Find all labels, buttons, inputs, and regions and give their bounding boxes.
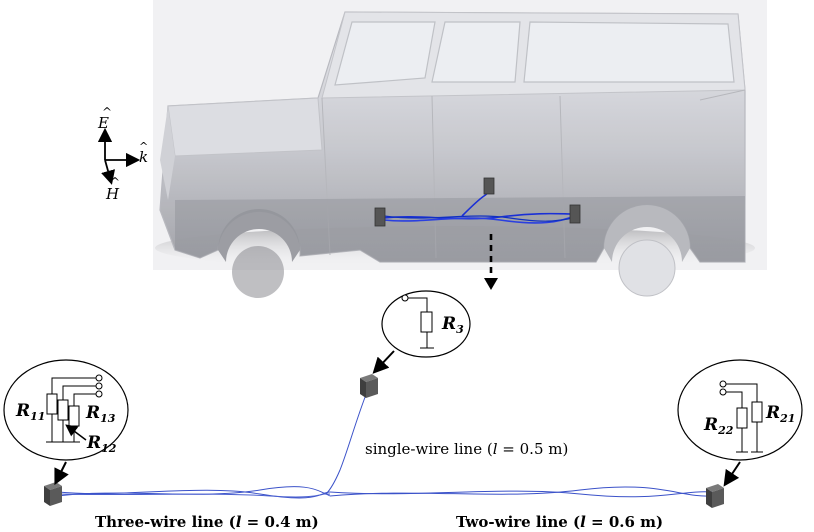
e-field-hat: ^ [102,105,112,119]
three-wire-line-c [57,493,331,498]
car-front-fender [160,106,175,200]
r12-subscript: 12 [101,442,117,455]
terminal-block-top [360,374,378,398]
car-internal-harness [374,177,581,227]
car-hood [167,97,323,157]
svg-text:R22: R22 [703,415,734,437]
r22-letter: R [703,415,718,435]
two-wire-label: Two-wire line (l = 0.6 m) [456,513,663,531]
svg-text:R3: R3 [441,314,464,336]
car-window-front [334,21,436,86]
car-wheel-front [218,209,300,262]
single-wire-label: single-wire line (l = 0.5 m) [365,440,568,458]
r22-subscript: 22 [717,424,734,437]
car-door-lines [321,89,746,259]
callout-three-wire-load: R11 R13 R12 [3,359,129,461]
r11-letter: R [15,401,30,421]
r3-subscript: 3 [456,323,464,336]
car-terminal-top [483,177,495,195]
car-terminal-left [374,207,386,227]
r21-letter: R [765,403,780,423]
car-wheel-rear [604,205,690,262]
single-wire-line [325,391,368,495]
svg-text:R13: R13 [85,403,116,425]
left-callout-pointer [54,461,69,486]
svg-text:R12: R12 [86,433,117,455]
e-field-label: E [97,114,109,132]
zoom-arrow [484,234,498,290]
three-wire-label: Three-wire line (l = 0.4 m) [95,513,319,531]
car-wheel-rear-hub [618,239,676,297]
car-lower-side [175,196,745,262]
car-wire-main-c [383,215,575,222]
car-window-rear [523,21,735,83]
r3-letter: R [441,314,456,334]
h-field-arrow [101,159,116,185]
k-vector-label: k [139,148,148,166]
r3-pointer [372,350,395,374]
right-callout-pointer [723,461,741,487]
three-wire-line-b [57,486,331,497]
k-vector-hat: ^ [139,140,148,153]
car-wheel-front-hub [232,246,284,298]
terminal-block-left [44,482,62,506]
r12-letter: R [86,433,101,453]
zoom-arrow-head [484,278,498,290]
callout-r3: R3 [381,290,471,358]
svg-text:R11: R11 [15,401,45,423]
two-wire-line-a [329,490,713,498]
terminal-block-right [706,484,724,508]
car-window-middle [431,21,521,83]
svg-text:R21: R21 [765,403,795,425]
two-wire-line-b [329,486,713,497]
h-field-label: H [105,185,120,203]
field-axes: ^ E ^ k ^ H [97,105,148,203]
car-terminal-right [569,204,581,224]
harness-schematic: R3 R11 R13 R12 [3,290,803,531]
car-rendering [153,0,767,298]
r13-subscript: 13 [100,412,116,425]
r11-subscript: 11 [30,410,45,423]
r21-subscript: 21 [779,412,795,425]
h-field-hat: ^ [110,175,120,189]
callout-two-wire-load: R22 R21 [677,359,803,461]
r13-letter: R [85,403,100,423]
